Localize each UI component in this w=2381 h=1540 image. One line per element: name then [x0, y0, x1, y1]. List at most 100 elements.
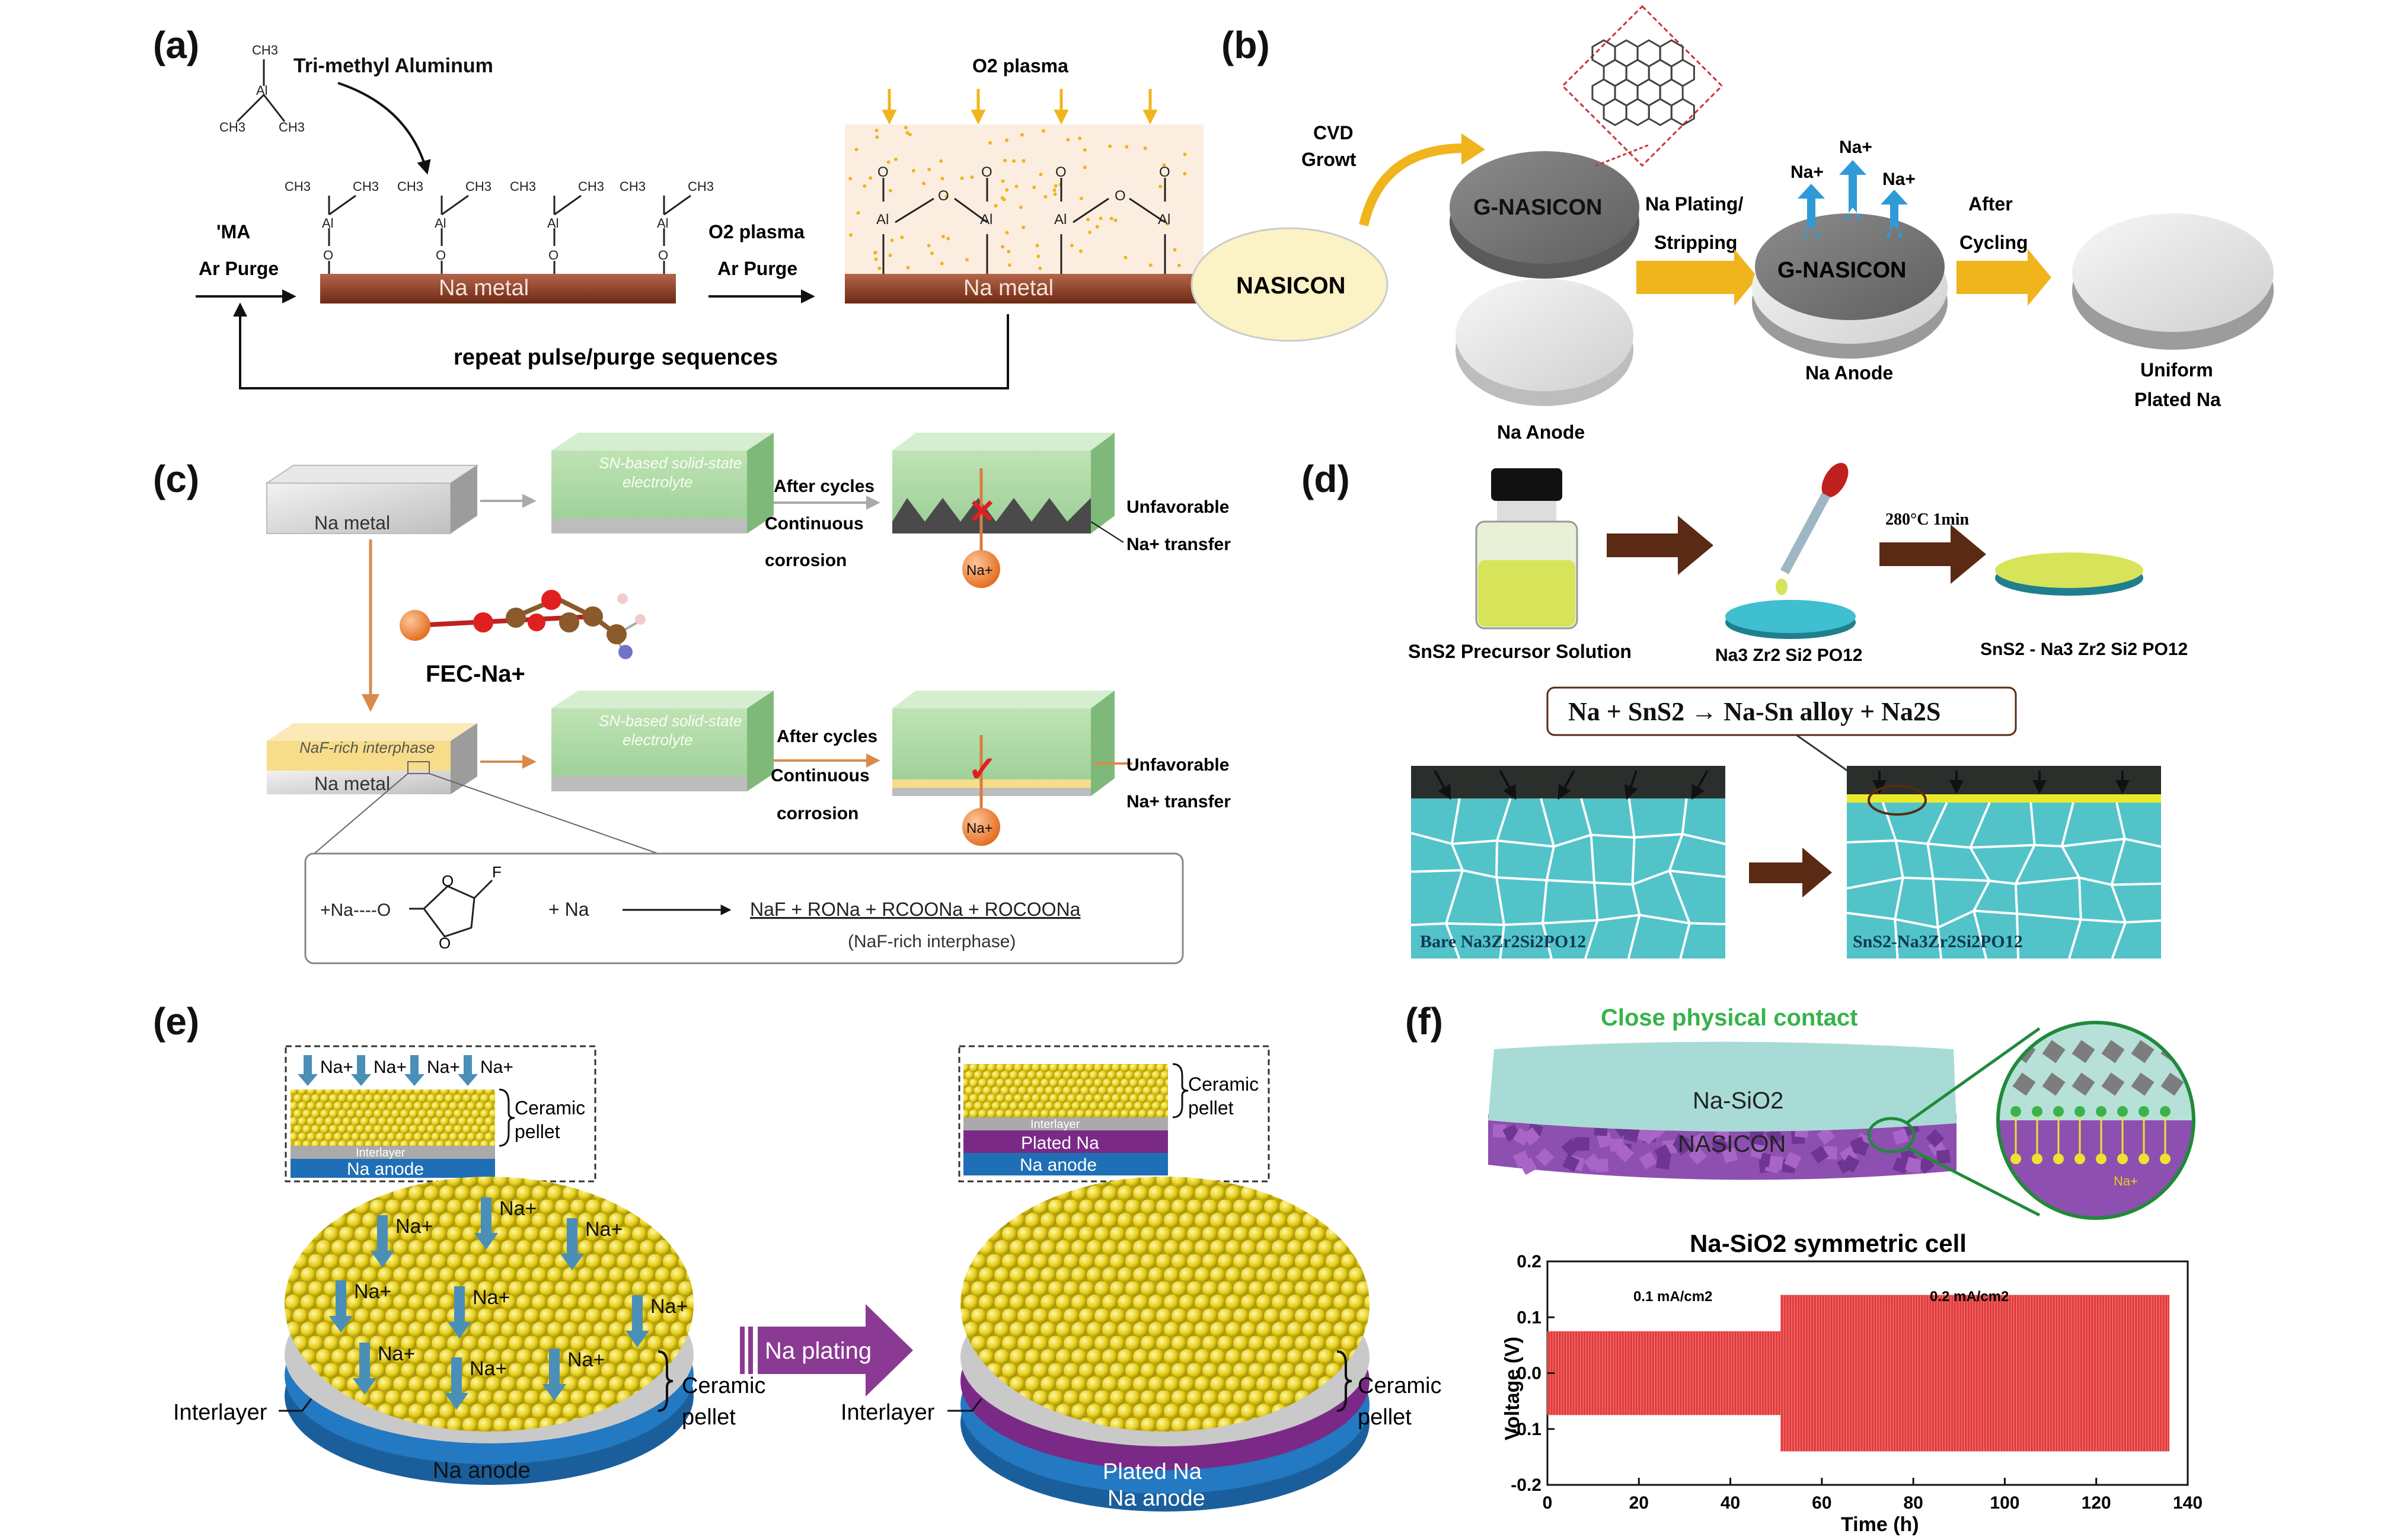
si-node: [2117, 1106, 2128, 1117]
current-label-2: 0.2 mA/cm2: [1930, 1289, 2009, 1305]
na-ion-arrow: [448, 1286, 471, 1338]
plasma-dot: [1005, 231, 1009, 235]
plasma-dot: [893, 157, 898, 161]
grain-boundary: [1926, 802, 1948, 845]
na-ion-label: Na+: [567, 1349, 605, 1371]
fec-ring: [409, 879, 493, 938]
electrolyte-slab-top-2: [551, 691, 774, 708]
zoom-line-bottom: [1905, 1145, 2041, 1217]
plasma-dot: [874, 257, 878, 261]
grain-boundary: [1679, 923, 1691, 959]
plasma-dot: [946, 237, 950, 241]
grain-boundary: [1973, 880, 1991, 912]
zoom-circle-border: [1996, 1021, 2195, 1220]
si-node: [2010, 1106, 2021, 1117]
na-metal-label-left: Na metal: [439, 276, 529, 301]
electrolyte-slab-base-2: [551, 777, 747, 791]
plasma-dot: [1095, 225, 1099, 229]
electrolyte-slab-top-1: [551, 433, 774, 451]
voltage-trace-segment: [1547, 1331, 1781, 1416]
grain-boundary: [1462, 869, 1497, 879]
grain-boundary: [2015, 844, 2036, 884]
good-top: [892, 691, 1115, 708]
plasma-dot: [1124, 255, 1128, 260]
plasma-dot: [1052, 188, 1057, 192]
na-metal-substrate-right: [845, 274, 1204, 303]
grain-boundary: [1593, 882, 1599, 921]
plasma-dot: [886, 160, 891, 164]
ch3-a8: CH3: [688, 179, 714, 194]
grain-boundary: [1496, 876, 1547, 881]
nasicon-cube: [1573, 1137, 1587, 1151]
nasicon-cube: [1817, 1126, 1836, 1145]
grain-boundary: [1451, 839, 1498, 845]
grain-boundary: [1631, 837, 1636, 885]
grain-boundary: [1969, 802, 1991, 848]
g-nasicon-disk: [1450, 151, 1639, 264]
grain-boundary: [1590, 835, 1596, 883]
nasicon-cube: [1849, 1136, 1867, 1154]
nasicon-disk: [1190, 227, 1389, 342]
left-inset-anode: [291, 1159, 495, 1178]
grain-boundary: [1580, 798, 1592, 835]
grain-boundary: [1895, 839, 1928, 845]
fec-label: FEC-Na+: [426, 661, 525, 687]
grain-boundary: [1681, 798, 1688, 835]
grain-boundary: [1927, 842, 1971, 849]
sio2-particle: [2012, 1072, 2036, 1096]
reaction-plus-na: + Na: [548, 899, 589, 920]
si-node: [2096, 1106, 2106, 1117]
ch3-a6: CH3: [578, 179, 604, 194]
na-ion-arrow: [353, 1343, 376, 1395]
plasma-dot: [1083, 165, 1087, 170]
grain-boundary: [1668, 833, 1684, 871]
plasma-region: [845, 124, 1204, 280]
x-tick-label: 140: [2173, 1493, 2203, 1513]
plasma-dot: [877, 266, 882, 270]
ch3-a4: CH3: [465, 179, 491, 194]
inset-na-3: Na+: [427, 1057, 460, 1077]
plasma-dot: [875, 135, 879, 139]
x-tick-label: 100: [1990, 1493, 2019, 1513]
o-p1: O: [877, 164, 889, 180]
na-node: [2139, 1154, 2149, 1164]
precursor-label: SnS2 Precursor Solution: [1408, 641, 1632, 662]
na-transfer-2: Na+ transfer: [1126, 792, 1231, 811]
grain-boundary: [1894, 840, 1904, 878]
coated-highlight: [1868, 785, 1927, 816]
right-inset-anode-label: Na anode: [1020, 1155, 1097, 1175]
na-node: [2010, 1154, 2021, 1164]
nasicon-cube: [1655, 1155, 1671, 1170]
na-ion-arrow: [474, 1197, 498, 1250]
na-ion-3: Na+: [1882, 170, 1916, 189]
plasma-dot: [994, 204, 998, 208]
grain-boundary: [1631, 884, 1641, 916]
na-ion-label: Na+: [354, 1280, 391, 1303]
o-p4: O: [1055, 164, 1067, 180]
panel-label-c: (c): [153, 458, 199, 500]
cvd-arrow: [1359, 143, 1465, 226]
plasma-dot: [965, 258, 969, 262]
grain-boundary: [2061, 845, 2080, 878]
contact-label: Close physical contact: [1601, 1005, 1857, 1031]
plasma-dot: [890, 238, 894, 242]
zoom-line-2: [429, 773, 659, 854]
ion-c1: [962, 550, 1000, 588]
x-tick-label: 60: [1812, 1493, 1831, 1513]
o-p2: O: [938, 188, 949, 204]
grain-boundary: [1969, 846, 1991, 881]
naf-slab-top: [267, 723, 477, 741]
grain-boundary: [1446, 922, 1504, 926]
layer-top-label: Na-SiO2: [1693, 1088, 1783, 1114]
panel-label-d: (d): [1301, 458, 1350, 500]
al-p3: Al: [1054, 212, 1067, 228]
plasma-dot: [1054, 184, 1058, 188]
grain-boundary: [1894, 877, 1904, 920]
inset-na-2: Na+: [374, 1057, 407, 1077]
repeat-label: repeat pulse/purge sequences: [454, 345, 778, 370]
nasicon-cube: [1905, 1156, 1922, 1173]
plasma-dot: [1109, 216, 1113, 221]
grain-boundary: [1970, 844, 2035, 849]
grain-boundary: [2077, 877, 2082, 920]
left-inset-bracket: [499, 1088, 515, 1147]
